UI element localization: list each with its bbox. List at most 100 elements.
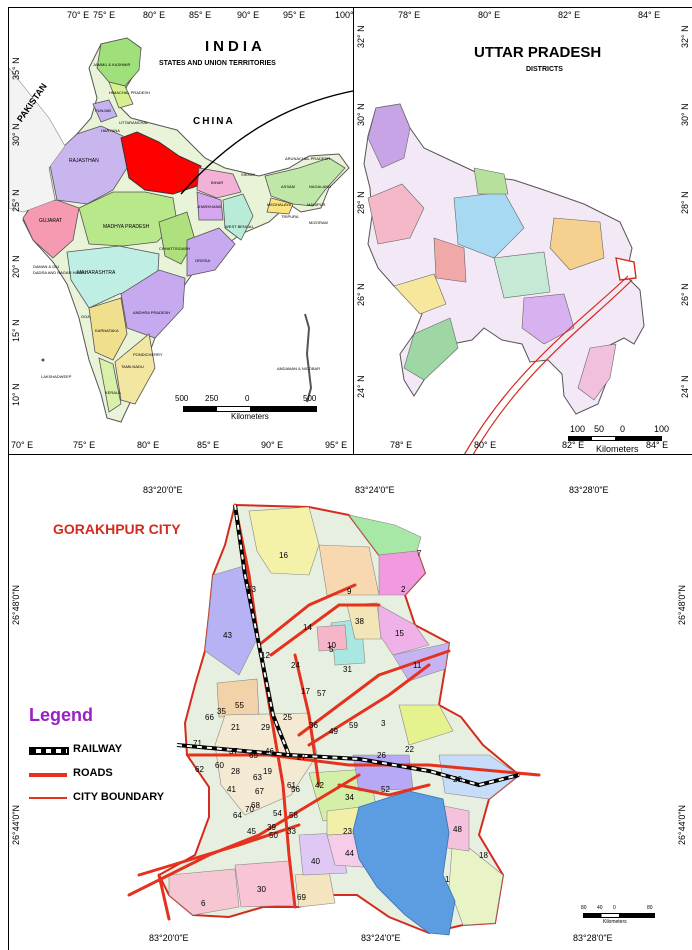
india-scale-bar [183,406,317,412]
state-label: ANDAMAN & NICOBAR [277,366,321,371]
state-label: CHHATTISGARH [159,246,191,251]
left-tick-30: 30° N [11,123,21,146]
city-scale-val-3: 0 [613,905,616,911]
up-top-tick-78: 78° E [398,10,421,20]
state-meghalaya [266,197,294,215]
up-left-tick-32: 32° N [356,25,366,48]
left-tick-35: 35° N [11,57,21,80]
state-label: TAMILNADU [121,364,144,369]
railway-line-west-dash [176,744,290,756]
india-subtitle: STATES AND UNION TERRITORIES [159,60,276,67]
state-label: LAKSHADWEEP [41,374,72,379]
state-karnataka [88,297,128,361]
up-left-tick-24: 24° N [356,375,366,398]
pointer-arrow-up [180,89,355,195]
state-label: DAMAN & DIU [33,264,60,269]
state-label: HIMACHAL PRADESH [109,90,150,95]
city-bottom-tick-2: 83°24'0"E [361,933,401,943]
ward-number-59: 59 [349,721,358,730]
lakshadweep-islands [41,358,45,362]
ward-20 [438,754,520,800]
up-district-se [521,293,575,345]
city-title: GORAKHPUR CITY [53,521,181,537]
top-tick-85: 85° E [189,10,212,20]
state-label: ARUNACHAL PRADESH [285,156,330,161]
state-label: ASSAM [281,184,296,189]
ward-6 [168,868,240,916]
state-label: MAHARASHTRA [77,270,116,276]
up-bottom-tick-82: 82° E [562,440,585,450]
state-andhra [120,269,186,339]
bottom-tick-80: 80° E [137,440,160,450]
ward-number-40: 40 [311,857,320,866]
state-label: UTTARANCHAL [119,120,149,125]
ward-number-56: 56 [291,785,300,794]
city-map-drawing [127,503,541,936]
state-label: MIZORAM [309,220,328,225]
ward-number-11: 11 [413,661,422,670]
ward-number-50: 50 [269,831,278,840]
up-right-tick-32: 32° N [680,25,690,48]
state-label: KERALA [105,390,121,395]
up-scale-unit: Kilometers [596,444,639,454]
ward-number-6: 6 [201,899,206,908]
state-jammu-kashmir [96,37,142,87]
ward-18 [448,834,504,926]
up-district-east-mid [493,251,551,299]
ward-number-34: 34 [345,793,354,802]
city-left-tick-48: 26°48'0"N [11,584,21,625]
city-top-tick-2: 83°24'0"E [355,485,395,495]
pointer-arrow-city [462,275,629,456]
ward-number-27: 27 [297,753,306,762]
up-scale-val-2: 50 [594,424,605,434]
bottom-tick-85: 85° E [197,440,220,450]
state-himachal [108,81,134,109]
ward-number-52: 52 [381,785,390,794]
top-tick-80: 80° E [143,10,166,20]
city-map-panel: GORAKHPUR CITY 83°20'0"E 83°24'0"E 83°28… [8,454,692,950]
state-label: KARNATAKA [95,328,119,333]
ward-number-22: 22 [405,745,414,754]
up-bottom-tick-78: 78° E [390,440,413,450]
ward-number-21: 21 [231,723,240,732]
up-district-far-s [577,343,617,401]
up-district-nw [367,103,411,169]
ward-number-30: 30 [257,885,266,894]
left-tick-25: 25° N [11,189,21,212]
india-scale-val-3: 0 [245,394,250,403]
state-tamilnadu [114,333,156,405]
ward-number-37: 37 [229,747,238,756]
bottom-tick-90: 90° E [261,440,284,450]
ward-number-5: 5 [329,645,334,654]
ward-number-42: 42 [315,781,324,790]
ward-10 [316,624,348,652]
ward-number-12: 12 [261,651,270,660]
state-label: ORISSA [195,258,211,263]
ward-16 [248,506,320,576]
state-label: NAGALAND [309,184,332,189]
city-bottom-tick-1: 83°20'0"E [149,933,189,943]
up-right-tick-26: 26° N [680,283,690,306]
ward-number-36: 36 [309,721,318,730]
ward-number-33: 33 [287,827,296,836]
state-label: MANIPUR [307,202,326,207]
up-map-panel: UTTAR PRADESH DISTRICTS 78° E 80° E 82° … [353,7,692,457]
ward-30 [234,860,296,908]
roads [127,503,541,921]
up-bottom-tick-80: 80° E [474,440,497,450]
ward-number-67: 67 [255,787,264,796]
city-scale-val-4: 80 [647,905,653,911]
andaman-islands [304,313,313,403]
state-label: DADRA AND NAGAR HAVELI [33,270,87,275]
up-title: UTTAR PRADESH [474,44,602,61]
ward-number-53: 53 [247,585,256,594]
state-label: MEGHALAYA [267,202,292,207]
up-district-gorakhpur [615,257,637,281]
city-bottom-tick-3: 83°28'0"E [573,933,613,943]
state-label: PONDICHERRY [133,352,163,357]
ward-number-19: 19 [263,767,272,776]
left-tick-10: 10° N [11,383,21,406]
state-label: PUNJAB [95,108,111,113]
ward-number-45: 45 [247,827,256,836]
